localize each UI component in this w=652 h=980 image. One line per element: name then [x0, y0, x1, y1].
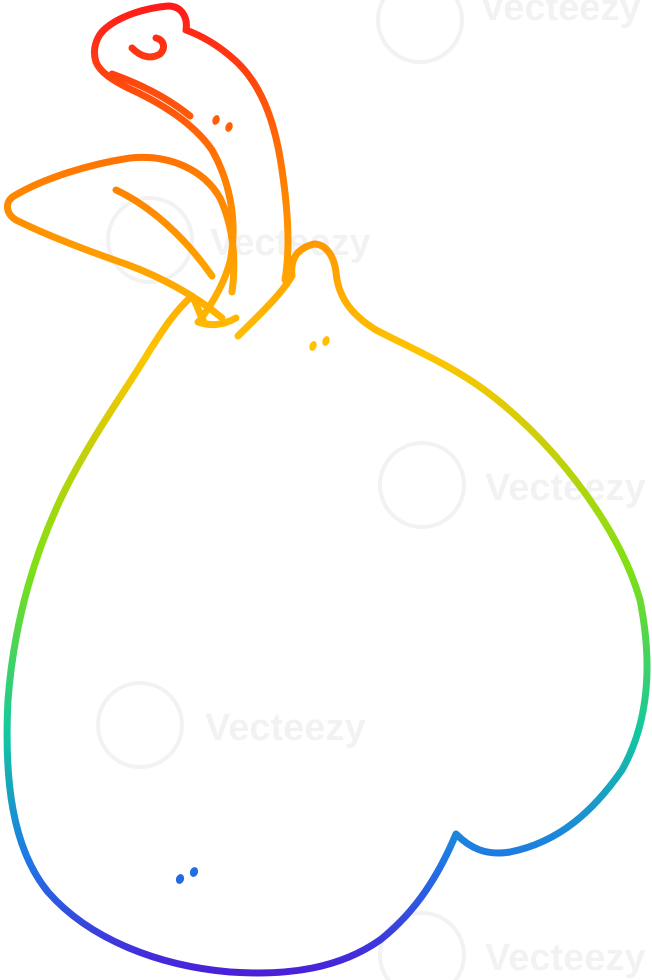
watermark-text: Vecteezy: [485, 467, 646, 509]
speckle-dot: [309, 341, 317, 351]
stem-cut-mark: [128, 34, 167, 61]
watermark-text: Vecteezy: [480, 0, 641, 29]
speckle-dot: [212, 115, 220, 125]
pear-leaf: [4, 153, 238, 322]
stem-join-mark: [194, 314, 240, 329]
watermark-text: Vecteezy: [485, 937, 646, 979]
pear-speckles: [175, 115, 330, 884]
stem-inner-line: [108, 70, 194, 120]
speckle-dot: [175, 874, 185, 884]
pear-stem: [90, 2, 292, 324]
pear-body-outline: [3, 240, 651, 977]
speckle-dot: [322, 336, 330, 346]
speckle-dot: [189, 867, 199, 877]
watermark-logo-icon: [96, 0, 466, 980]
leaf-vein: [112, 186, 216, 280]
watermark-text: Vecteezy: [205, 707, 366, 749]
speckle-dot: [225, 122, 233, 132]
